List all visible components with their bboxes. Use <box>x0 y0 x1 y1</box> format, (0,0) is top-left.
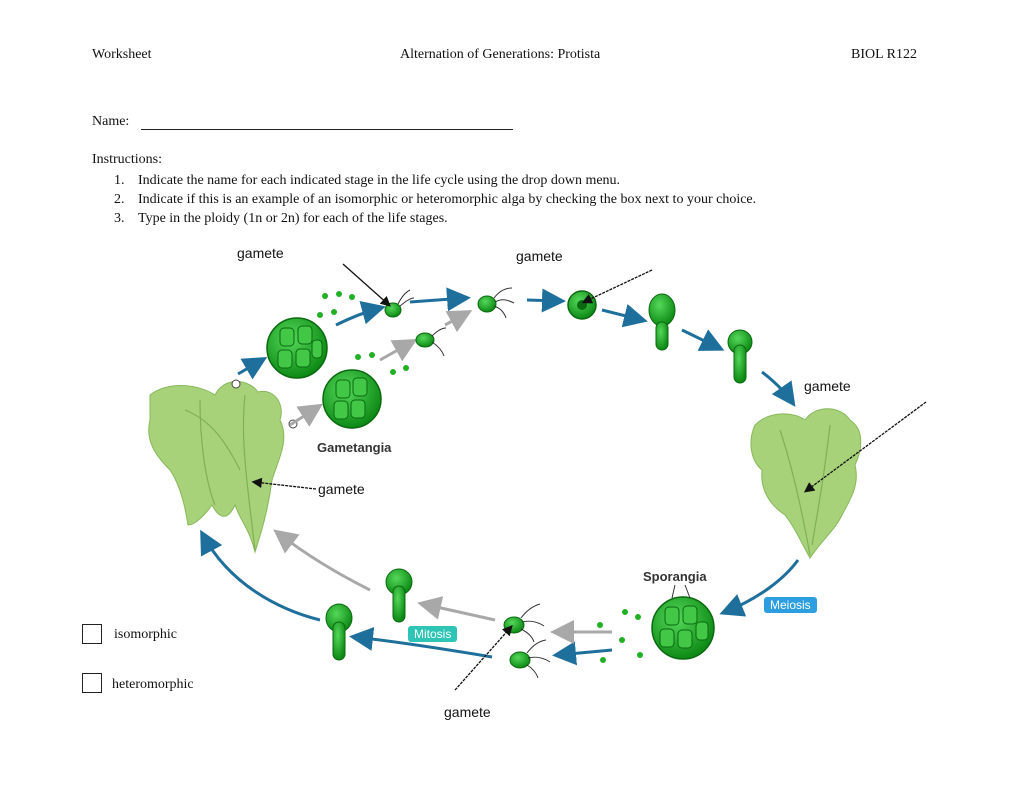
gray-arrow <box>444 310 473 333</box>
gametangium-upper <box>266 317 328 379</box>
heteromorphic-label: heteromorphic <box>112 677 194 692</box>
flagellated-gamete <box>415 327 447 357</box>
cycle-arrow <box>335 301 386 327</box>
flagellated-gamete <box>384 289 415 318</box>
cycle-arrow <box>349 627 493 659</box>
course-code: BIOL R122 <box>851 47 917 62</box>
cycle-arrow <box>409 287 471 312</box>
instruction-item: 3.Type in the ploidy (1n or 2n) for each… <box>114 211 448 226</box>
flagellated-gamete <box>477 287 515 319</box>
germling <box>325 603 353 661</box>
gametangium-lower <box>322 369 382 429</box>
left-alga-thallus <box>148 379 298 554</box>
zoospore <box>509 639 551 679</box>
isomorphic-label: isomorphic <box>114 627 177 642</box>
heteromorphic-checkbox[interactable] <box>82 673 102 693</box>
gametangia-label: Gametangia <box>317 440 392 455</box>
pointer-arrow <box>803 401 927 493</box>
gamete-label-bottom[interactable]: gamete <box>444 704 491 720</box>
instructions-list: 1.Indicate the name for each indicated s… <box>114 171 756 228</box>
instructions-title: Instructions: <box>92 152 162 167</box>
worksheet-title: Alternation of Generations: Protista <box>400 47 601 62</box>
meiosis-badge: Meiosis <box>764 597 817 613</box>
gray-arrow <box>379 339 418 362</box>
worksheet-label: Worksheet <box>92 47 152 62</box>
pointer-arrow <box>342 263 391 307</box>
instruction-item: 1.Indicate the name for each indicated s… <box>114 173 621 188</box>
name-label: Name: <box>92 114 130 129</box>
name-field[interactable] <box>141 129 513 130</box>
cycle-arrow <box>601 303 648 328</box>
germling <box>385 568 413 623</box>
gray-arrow <box>289 403 324 427</box>
cycle-arrow <box>237 356 268 380</box>
gray-arrow <box>273 529 371 592</box>
pointer-arrow <box>251 477 317 490</box>
gamete-label-left[interactable]: gamete <box>318 481 365 497</box>
cycle-arrow <box>761 370 796 407</box>
isomorphic-checkbox[interactable] <box>82 624 102 644</box>
mitosis-badge: Mitosis <box>408 626 458 642</box>
zoospore <box>503 603 545 643</box>
cycle-arrow <box>719 559 800 617</box>
sporangia-label: Sporangia <box>643 569 707 584</box>
gamete-label-top-mid[interactable]: gamete <box>516 248 563 264</box>
gamete-label-top-left[interactable]: gamete <box>237 245 284 261</box>
cycle-arrow <box>526 288 566 313</box>
germling <box>648 293 676 351</box>
right-alga-thallus <box>750 408 862 559</box>
small-gametes <box>317 291 643 663</box>
pointer-arrow <box>581 269 653 304</box>
zygote <box>567 290 597 320</box>
instruction-item: 2.Indicate if this is an example of an i… <box>114 192 757 207</box>
pointer-arrow <box>454 625 513 691</box>
cycle-arrow <box>552 641 613 666</box>
sporangium <box>651 584 715 660</box>
cycle-arrow <box>681 328 725 351</box>
gray-arrow <box>417 596 496 622</box>
gamete-label-right[interactable]: gamete <box>804 378 851 394</box>
germling <box>727 329 753 384</box>
cycle-arrow <box>200 529 321 622</box>
